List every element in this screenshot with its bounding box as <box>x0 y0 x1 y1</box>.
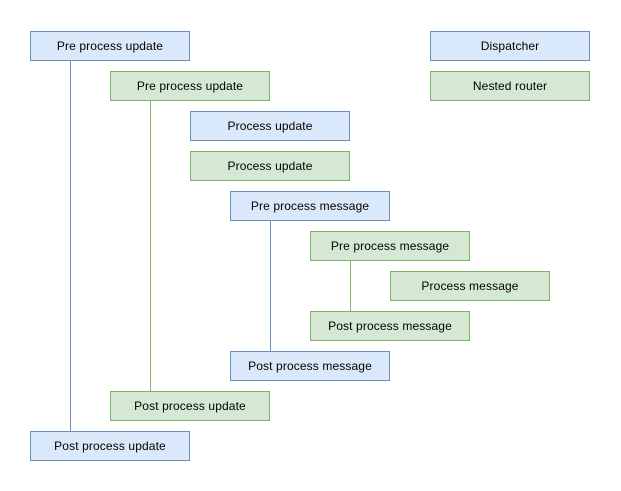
node-label: Pre process message <box>330 238 450 253</box>
node-n8[interactable]: Post process message <box>310 311 470 341</box>
node-label: Process update <box>227 158 313 173</box>
node-label: Post process message <box>248 358 372 373</box>
node-label: Pre process message <box>250 198 370 213</box>
node-n9[interactable]: Post process message <box>230 351 390 381</box>
node-n7[interactable]: Process message <box>390 271 550 301</box>
node-label: Pre process update <box>56 38 164 53</box>
legend-item-nested[interactable]: Nested router <box>430 71 590 101</box>
connector-n2-to-n10 <box>150 101 151 391</box>
node-label: Post process update <box>54 438 166 453</box>
node-label: Post process message <box>328 318 452 333</box>
legend-item-dispatcher[interactable]: Dispatcher <box>430 31 590 61</box>
node-n3[interactable]: Process update <box>190 111 350 141</box>
node-n4[interactable]: Process update <box>190 151 350 181</box>
legend-item-label: Dispatcher <box>480 38 540 53</box>
node-n10[interactable]: Post process update <box>110 391 270 421</box>
node-n11[interactable]: Post process update <box>30 431 190 461</box>
node-n1[interactable]: Pre process update <box>30 31 190 61</box>
node-n6[interactable]: Pre process message <box>310 231 470 261</box>
node-label: Post process update <box>134 398 246 413</box>
node-label: Pre process update <box>136 78 244 93</box>
connector-n6-to-n8 <box>350 261 351 311</box>
node-n2[interactable]: Pre process update <box>110 71 270 101</box>
connector-n5-to-n9 <box>270 221 271 351</box>
connector-n1-to-n11 <box>70 61 71 431</box>
node-label: Process update <box>227 118 313 133</box>
node-label: Process message <box>421 278 519 293</box>
legend-item-label: Nested router <box>472 78 548 93</box>
node-n5[interactable]: Pre process message <box>230 191 390 221</box>
